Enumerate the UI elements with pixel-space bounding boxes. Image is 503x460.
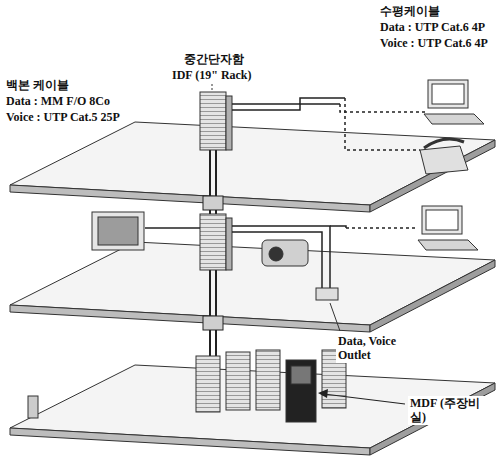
keyboard — [424, 114, 484, 124]
floor-slab — [10, 122, 495, 212]
cable-spec: Voice : UTP Cat.6 4P — [378, 36, 490, 50]
slab-edge — [10, 305, 370, 332]
slab-edge — [370, 140, 495, 212]
rack-heading: 중간단자함 — [182, 52, 246, 66]
slab-edge — [370, 383, 495, 455]
rack-body — [196, 356, 220, 412]
computer-icon — [424, 80, 484, 124]
cable — [232, 98, 345, 104]
cable-spec: Data : MM F/O 8Co — [4, 94, 112, 108]
slab-edge — [10, 185, 370, 212]
riser-sleeve — [203, 316, 223, 330]
phone-icon — [420, 139, 468, 174]
idf-rack — [200, 92, 232, 150]
cable — [145, 227, 200, 229]
cable — [232, 232, 322, 288]
screen — [426, 210, 458, 230]
slab-edge — [10, 428, 370, 455]
leader-arrowhead — [318, 389, 328, 398]
horizontal-cable — [145, 226, 415, 288]
cable-heading: 백본 케이블 — [4, 78, 71, 92]
cable-dotted — [346, 227, 415, 229]
cable-dotted — [340, 104, 425, 112]
phone-base — [420, 146, 468, 174]
outlet-label: Data, Voice Outlet — [336, 334, 422, 363]
rack-side — [226, 96, 232, 150]
cable-spec: Data : UTP Cat.6 4P — [378, 20, 487, 34]
computer-icon — [418, 206, 478, 250]
mdf-main-rack — [286, 360, 316, 422]
leader-line — [324, 394, 405, 404]
mdf-leader — [318, 389, 405, 404]
projector-body — [262, 240, 308, 266]
rack-body — [226, 352, 250, 410]
mdf-racks — [196, 350, 346, 422]
outlet-box — [316, 288, 338, 300]
handset — [424, 139, 464, 148]
monitor — [422, 206, 462, 234]
outlet-leader — [330, 303, 340, 331]
rack-side — [226, 218, 232, 270]
mdf-rack-panel — [291, 366, 311, 384]
cable-spec: Voice : UTP Cat.5 25P — [4, 110, 122, 124]
rack-body — [200, 92, 226, 150]
wall-box — [28, 396, 38, 418]
tv-screen — [98, 217, 138, 245]
rack-spec: IDF (19" Rack) — [170, 68, 254, 82]
projector-lens — [269, 247, 283, 261]
tv-body — [92, 212, 144, 250]
projector-icon — [262, 240, 308, 266]
cable — [330, 226, 346, 228]
cable — [232, 226, 330, 288]
cable-heading: 수평케이블 — [378, 4, 442, 18]
cable — [232, 104, 340, 110]
idf-rack — [200, 214, 232, 270]
riser-sleeve — [203, 196, 223, 210]
tv-icon — [92, 212, 144, 250]
cable-dotted — [345, 98, 420, 150]
slab-edge — [370, 260, 495, 332]
room-label: MDF (주장비실) — [408, 396, 484, 425]
floor-slab — [10, 365, 495, 455]
monitor — [428, 80, 468, 108]
floor-slab — [10, 242, 495, 332]
screen — [432, 84, 464, 104]
rack-body — [200, 214, 226, 270]
horizontal-cable — [232, 98, 425, 150]
idf-leader — [212, 84, 213, 91]
keyboard — [418, 240, 478, 250]
rack-body — [256, 350, 280, 410]
